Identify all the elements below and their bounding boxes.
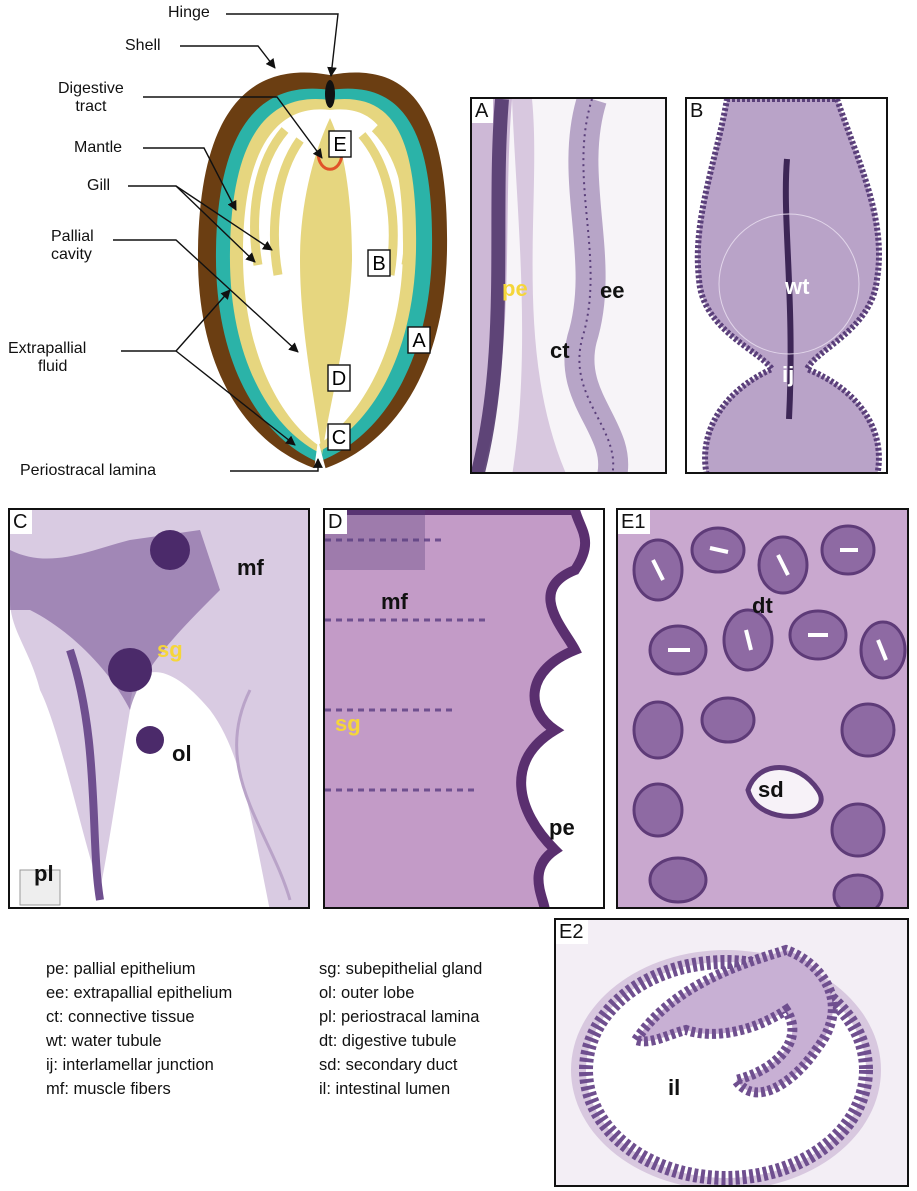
- legend-item: ij: interlamellar junction: [46, 1053, 232, 1077]
- micrograph-panel-D: D mf sg pe: [323, 508, 605, 909]
- panel-A-tag: A: [472, 99, 493, 123]
- legend-item: il: intestinal lumen: [319, 1077, 482, 1101]
- panel-E1-label-dt: dt: [752, 594, 773, 618]
- marker-E: E: [333, 134, 346, 156]
- marker-B: B: [372, 253, 385, 275]
- panel-C-label-sg: sg: [157, 638, 183, 662]
- hinge-leader: [226, 14, 338, 76]
- panel-A-label-ct: ct: [550, 339, 570, 363]
- panel-C-label-ol: ol: [172, 742, 192, 766]
- panel-E1-tag: E1: [618, 510, 650, 534]
- legend-item: ee: extrapallial epithelium: [46, 981, 232, 1005]
- label-mantle: Mantle: [74, 139, 122, 157]
- label-shell: Shell: [125, 37, 161, 55]
- label-extrapallial-fluid: Extrapallial fluid: [8, 340, 86, 376]
- micrograph-panel-C: C mf sg ol pl: [8, 508, 310, 909]
- panel-E1-image: [618, 510, 909, 909]
- legend-item: pl: periostracal lamina: [319, 1005, 482, 1029]
- legend-item: mf: muscle fibers: [46, 1077, 232, 1101]
- legend-item: sg: subepithelial gland: [319, 957, 482, 981]
- panel-D-tag: D: [325, 510, 347, 534]
- shell-leader: [180, 46, 275, 68]
- label-gill: Gill: [87, 177, 110, 195]
- panel-D-label-pe: pe: [549, 816, 575, 840]
- legend-item: dt: digestive tubule: [319, 1029, 482, 1053]
- panel-B-tag: B: [687, 99, 708, 123]
- panel-E1-label-sd: sd: [758, 778, 784, 802]
- legend-item: ct: connective tissue: [46, 1005, 232, 1029]
- panel-C-tag: C: [10, 510, 32, 534]
- panel-D-image: [325, 510, 605, 909]
- panel-C-label-mf: mf: [237, 556, 264, 580]
- label-digestive-tract: Digestive tract: [58, 80, 124, 116]
- legend-item: wt: water tubule: [46, 1029, 232, 1053]
- panel-E2-tag: E2: [556, 920, 588, 944]
- marker-C: C: [332, 427, 346, 449]
- panel-A-label-pe: pe: [502, 277, 528, 301]
- label-periostracal-lamina: Periostracal lamina: [20, 462, 156, 480]
- marker-A: A: [412, 330, 426, 352]
- legend-item: pe: pallial epithelium: [46, 957, 232, 981]
- panel-B-label-wt: wt: [785, 275, 809, 299]
- hinge-shape: [325, 80, 335, 108]
- marker-D: D: [332, 368, 346, 390]
- panel-D-label-mf: mf: [381, 590, 408, 614]
- panel-C-image: [10, 510, 310, 909]
- panel-B-label-ij: ij: [782, 363, 794, 387]
- legend-item: sd: secondary duct: [319, 1053, 482, 1077]
- panel-E2-image: [556, 920, 909, 1187]
- panel-C-label-pl: pl: [34, 862, 54, 886]
- label-pallial-cavity: Pallial cavity: [51, 228, 94, 264]
- micrograph-panel-E2: E2 il: [554, 918, 909, 1187]
- micrograph-panel-A: A pe ct ee: [470, 97, 667, 474]
- panel-A-label-ee: ee: [600, 279, 624, 303]
- legend-left-column: pe: pallial epithelium ee: extrapallial …: [46, 957, 232, 1101]
- legend-item: ol: outer lobe: [319, 981, 482, 1005]
- label-hinge: Hinge: [168, 4, 210, 22]
- panel-D-label-sg: sg: [335, 712, 361, 736]
- legend-right-column: sg: subepithelial gland ol: outer lobe p…: [319, 957, 482, 1101]
- micrograph-panel-E1: E1 dt sd: [616, 508, 909, 909]
- panel-E2-label-il: il: [668, 1076, 680, 1100]
- micrograph-panel-B: B wt ij: [685, 97, 888, 474]
